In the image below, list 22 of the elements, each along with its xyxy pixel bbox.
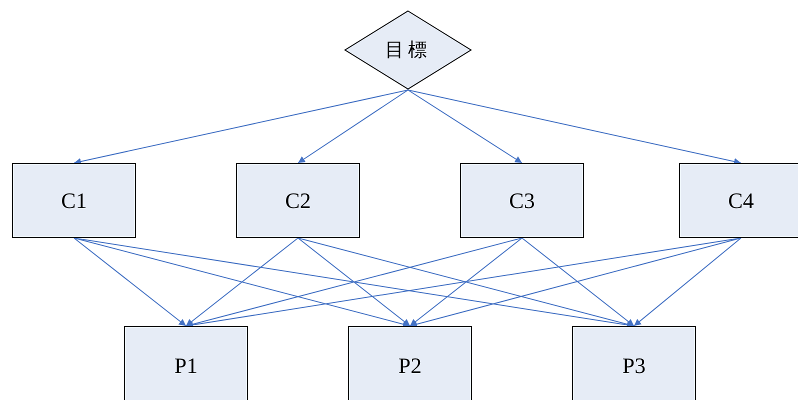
arrow [298,238,634,328]
arrow [634,238,742,326]
arrow [186,238,298,326]
arrow [522,238,634,326]
arrow [298,90,408,164]
arrow [408,90,522,164]
process-box: C1 [12,163,136,238]
process-box: C2 [236,163,360,238]
process-box: P3 [572,326,696,400]
process-box: C3 [460,163,584,238]
diamond-label: 目標 [385,38,431,63]
arrow [410,238,522,326]
arrow [298,238,410,326]
arrow [74,90,408,165]
decision-diamond [344,10,472,90]
process-box: P1 [124,326,248,400]
process-box: P2 [348,326,472,400]
arrow [74,238,186,326]
arrow [74,238,410,328]
arrow [408,90,742,165]
process-box: C4 [679,163,798,238]
arrow [410,238,742,328]
